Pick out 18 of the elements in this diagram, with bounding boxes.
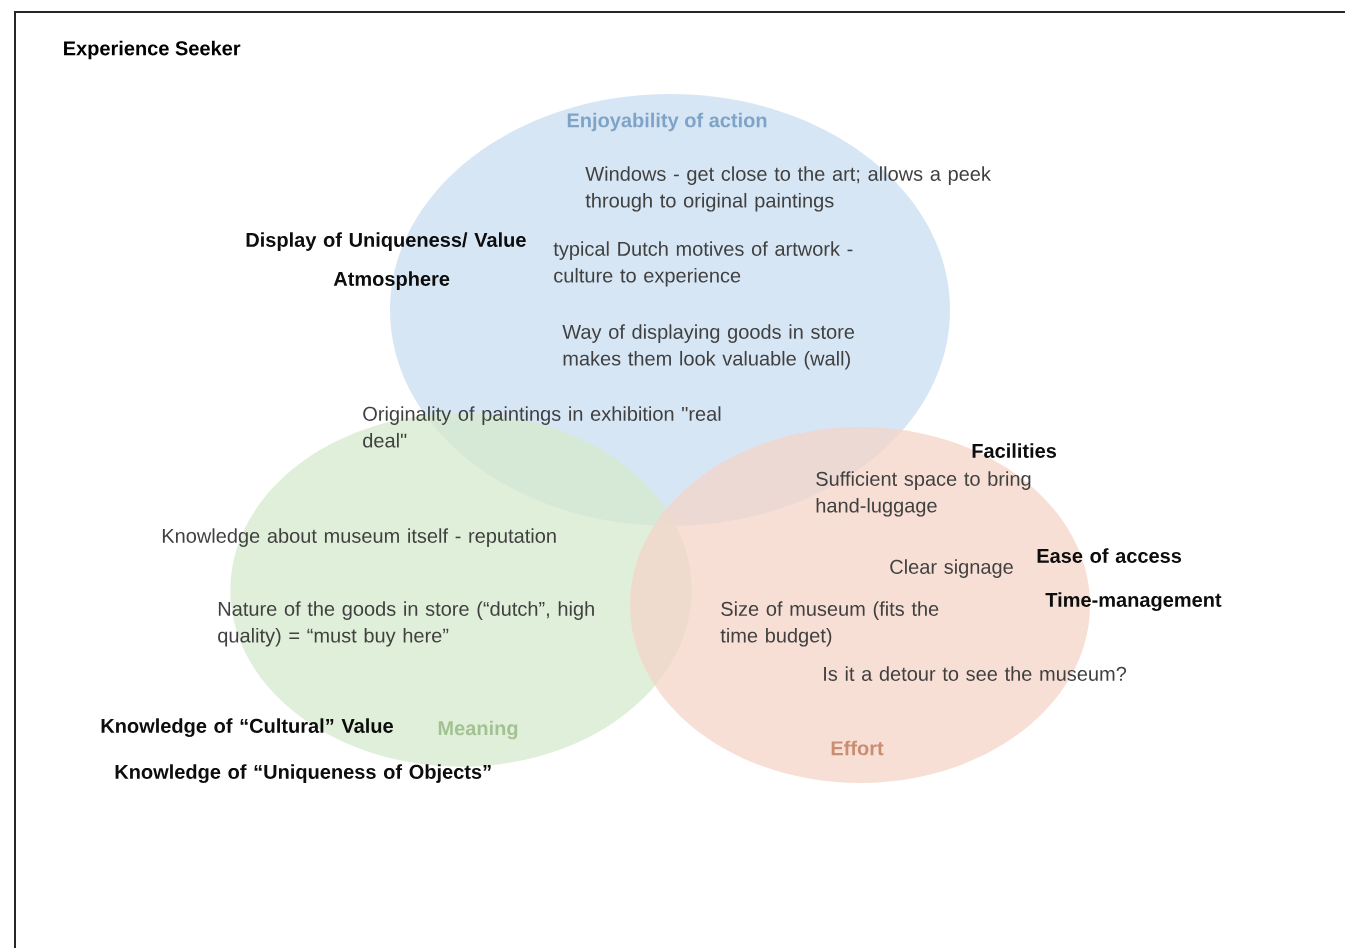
bold-label: Knowledge of “Cultural” Value xyxy=(101,718,393,737)
note-text: Sufficient space to bring hand-luggage xyxy=(816,471,1031,517)
note-text: Originality of paintings in exhibition "real deal" xyxy=(363,406,721,448)
note-text: Is it a detour to see the museum? xyxy=(824,666,1127,681)
title: Experience Seeker xyxy=(64,40,241,60)
bold-label: Display of Uniqueness/ Value xyxy=(246,232,526,251)
note-text: Size of museum (fits the time budget) xyxy=(720,601,939,647)
bold-label: Facilities xyxy=(972,443,1057,458)
note-text: Way of displaying goods in store makes them look valuable (wall) xyxy=(562,324,855,370)
note-text: Windows - get close to the art; allows a peek through to original paintings xyxy=(585,166,991,212)
bold-label: Knowledge of “Uniqueness of Objects” xyxy=(115,764,491,783)
note-text: typical Dutch motives of artwork - culture to experience xyxy=(553,241,853,287)
note-text: Knowledge about museum itself - reputation xyxy=(162,528,556,547)
bold-label: Ease of access xyxy=(1037,548,1182,563)
note-text: Nature of the goods in store (“dutch”, high quality) = “must buy here” xyxy=(218,601,594,647)
bold-label: Atmosphere xyxy=(333,271,450,290)
note-text: Clear signage xyxy=(890,559,1013,578)
bold-label: Time-management xyxy=(1045,592,1222,611)
